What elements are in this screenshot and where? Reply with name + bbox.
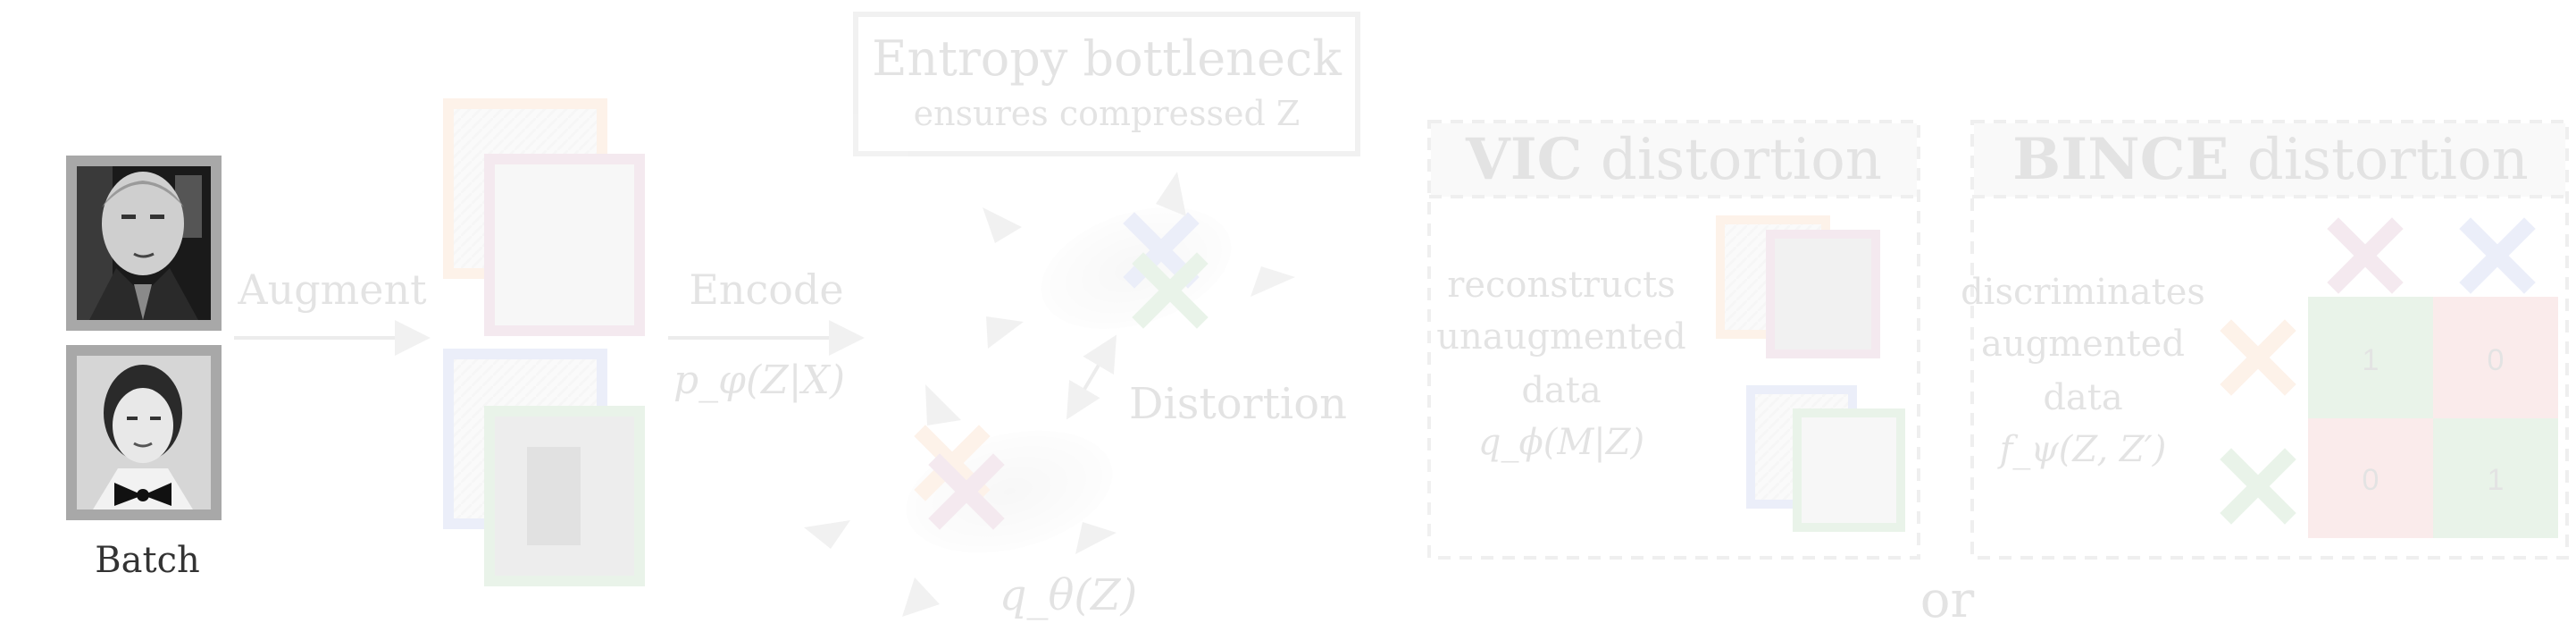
entropy-subtitle: ensures compressed Z <box>914 94 1301 133</box>
faded-diagram-group: Augment Encode p_φ(Z|X) Entropy bottlene… <box>234 12 2569 629</box>
encode-label: Encode <box>689 265 843 314</box>
matrix-cell-0-0 <box>2308 297 2433 418</box>
bince-desc-line-1: discriminates <box>1961 272 2205 313</box>
matrix-value-0-1: 0 <box>2488 343 2505 377</box>
bince-row-cross-green <box>2220 448 2296 525</box>
vic-desc-line-1: reconstructs <box>1447 265 1676 306</box>
aug-view-orange <box>443 98 607 279</box>
vic-title-rest: distortion <box>1583 127 1882 193</box>
aug-view-blue <box>443 349 607 529</box>
batch-label: Batch <box>95 540 199 581</box>
vic-desc-line-2: unaugmented <box>1436 316 1685 358</box>
vic-panel: VIC distortion reconstructs unaugmented … <box>1427 120 1920 560</box>
latent-blob-bottom <box>906 430 1113 553</box>
latent-blob-top <box>1041 206 1232 330</box>
matrix-value-0-0: 1 <box>2363 343 2379 377</box>
cross-marker-top <box>1123 212 1209 329</box>
distortion-label: Distortion <box>1129 379 1347 429</box>
vic-title-bold: VIC <box>1465 126 1583 193</box>
or-label: or <box>1920 571 1975 629</box>
bince-desc-line-3: data <box>2043 377 2122 418</box>
similarity-matrix: 1 0 0 1 <box>2308 297 2558 538</box>
distortion-arrow <box>1066 334 1117 420</box>
matrix-cell-1-0 <box>2308 418 2433 538</box>
vic-recon-purple <box>1766 230 1880 358</box>
augmented-views <box>443 98 645 586</box>
aug-view-green <box>484 406 645 586</box>
bince-title-rest: distortion <box>2229 127 2528 193</box>
compression-arrows <box>804 172 1295 617</box>
bince-desc-formula: f_ψ(Z, Z′) <box>1997 429 2167 470</box>
entropy-bottleneck-box: Entropy bottleneck ensures compressed Z <box>853 12 1360 156</box>
bince-desc-line-2: augmented <box>1981 324 2185 365</box>
vic-desc-formula: q_ϕ(M|Z) <box>1478 422 1644 463</box>
prior-formula: q_θ(Z) <box>999 570 1137 620</box>
augment-label: Augment <box>237 265 427 314</box>
batch-group: Batch <box>66 156 222 581</box>
vic-recon-orange <box>1716 215 1830 339</box>
vic-recon-green <box>1793 408 1905 532</box>
cross-marker-bottom <box>914 425 1005 530</box>
encoder-formula: p_φ(Z|X) <box>673 358 845 403</box>
photo-woman <box>66 345 222 520</box>
vic-recon-blue <box>1746 385 1857 509</box>
photo-man <box>66 156 222 331</box>
bince-title-bold: BINCE <box>2012 126 2229 193</box>
matrix-cell-1-1 <box>2433 418 2558 538</box>
bince-col-cross-blue <box>2459 217 2536 294</box>
vic-desc-line-3: data <box>1521 370 1601 411</box>
bince-row-cross-orange <box>2220 319 2296 396</box>
bince-col-cross-purple <box>2327 217 2404 294</box>
aug-view-purple <box>484 154 645 336</box>
matrix-cell-0-1 <box>2433 297 2558 418</box>
bince-panel: BINCE distortion discriminates augmented… <box>1961 120 2569 560</box>
latent-space: Distortion q_θ(Z) <box>804 172 1347 620</box>
vic-title: VIC distortion <box>1465 126 1882 193</box>
matrix-value-1-0: 0 <box>2363 463 2379 497</box>
entropy-title: Entropy bottleneck <box>872 30 1342 87</box>
bince-title: BINCE distortion <box>2012 126 2529 193</box>
matrix-value-1-1: 1 <box>2488 463 2505 497</box>
